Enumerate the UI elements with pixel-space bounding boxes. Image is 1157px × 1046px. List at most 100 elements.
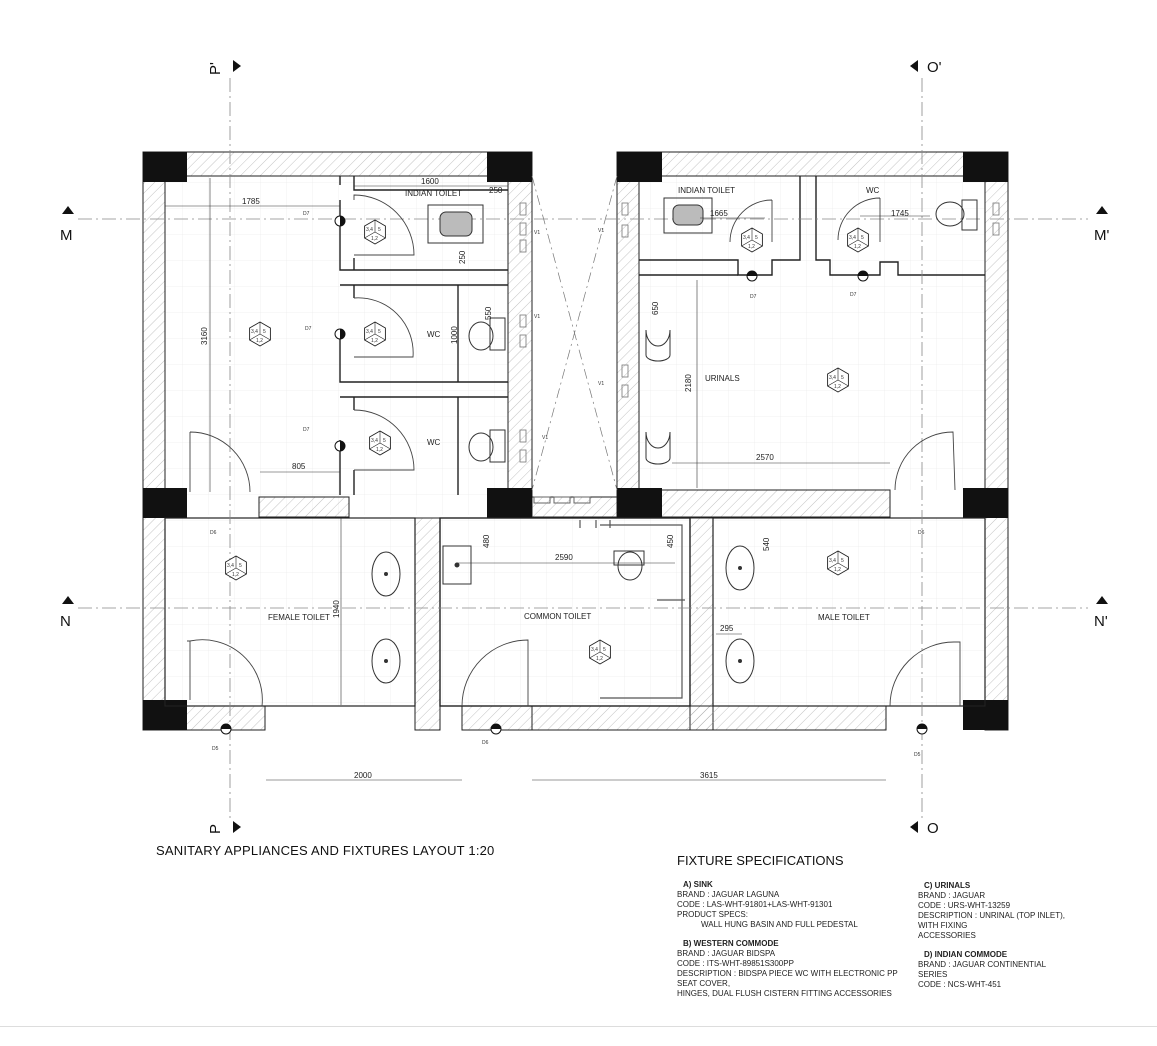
dim-2570: 2570 bbox=[756, 453, 774, 462]
spec-line: CODE : LAS-WHT-91801+LAS-WHT-91301 bbox=[677, 900, 833, 909]
indian-toilet-fixture bbox=[663, 197, 713, 234]
tag-d6: D6 bbox=[210, 530, 217, 536]
tag-d5: D5 bbox=[914, 752, 921, 758]
tile-hexagon-divider bbox=[589, 640, 611, 659]
spec-indian-commode: D) INDIAN COMMODE BRAND : JAGUAR CONTINE… bbox=[918, 950, 1046, 990]
axis-label-top-right: O' bbox=[927, 59, 942, 76]
bottom-divider bbox=[0, 1026, 1157, 1027]
dim-250-top: 250 bbox=[489, 186, 503, 195]
tag-d6: D6 bbox=[482, 740, 489, 746]
tile-hexagon-divider bbox=[225, 556, 247, 575]
axis-label-left-lower: N bbox=[60, 613, 71, 630]
western-commode-fixture bbox=[468, 199, 978, 581]
dim-650: 650 bbox=[651, 301, 660, 315]
indian-toilet-fixture bbox=[427, 204, 484, 244]
dim-540: 540 bbox=[762, 537, 771, 551]
tag-d7: D7 bbox=[303, 427, 310, 433]
fixture-specifications-heading: FIXTURE SPECIFICATIONS bbox=[677, 853, 844, 868]
tile-code-label: 3,4 bbox=[591, 647, 598, 653]
drawing-title: SANITARY APPLIANCES AND FIXTURES LAYOUT … bbox=[156, 843, 495, 858]
tile-code-label: 5 bbox=[378, 329, 381, 335]
spec-western-commode-title: B) WESTERN COMMODE bbox=[683, 939, 779, 948]
spec-line: BRAND : JAGUAR LAGUNA bbox=[677, 890, 780, 899]
tile-code-label: 5 bbox=[841, 375, 844, 381]
spec-line: BRAND : JAGUAR CONTINENTIAL bbox=[918, 960, 1047, 969]
room-label-wc-right: WC bbox=[866, 186, 880, 195]
spec-line: SERIES bbox=[918, 970, 948, 979]
tile-code-label: 3,4 bbox=[743, 235, 750, 241]
axis-label-right-upper: M' bbox=[1094, 227, 1109, 244]
tile-code-label: 1,2 bbox=[371, 338, 378, 344]
tile-hexagon-divider bbox=[741, 228, 763, 247]
tile-code-label: 5 bbox=[239, 563, 242, 569]
tile-code-label: 5 bbox=[378, 227, 381, 233]
spec-line: PRODUCT SPECS: bbox=[677, 910, 748, 919]
spec-line: WITH FIXING bbox=[918, 921, 968, 930]
dim-3160: 3160 bbox=[200, 327, 209, 345]
tile-hexagon-divider bbox=[827, 551, 849, 570]
dim-3615: 3615 bbox=[700, 771, 718, 780]
tile-hexagon-divider bbox=[827, 368, 849, 387]
door-tag-markers bbox=[220, 215, 928, 735]
tile-code-label: 3,4 bbox=[849, 235, 856, 241]
spec-line: BRAND : JAGUAR BIDSPA bbox=[677, 949, 776, 958]
tile-code-label: 1,2 bbox=[371, 236, 378, 242]
tile-code-label: 1,2 bbox=[256, 338, 263, 344]
spec-line: WALL HUNG BASIN AND FULL PEDESTAL bbox=[701, 920, 858, 929]
dim-480: 480 bbox=[482, 534, 491, 548]
room-label-male-toilet: MALE TOILET bbox=[818, 613, 870, 622]
tile-code-label: 3,4 bbox=[371, 438, 378, 444]
room-label-indian-toilet-left: INDIAN TOILET bbox=[405, 189, 462, 198]
tile-hexagon-divider bbox=[364, 220, 386, 239]
tag-d7: D7 bbox=[750, 294, 757, 300]
urinal-fixture bbox=[645, 329, 671, 465]
tile-code-label: 1,2 bbox=[854, 244, 861, 250]
room-label-common-toilet: COMMON TOILET bbox=[524, 612, 591, 621]
tag-d5: D5 bbox=[212, 746, 219, 752]
tag-d7: D7 bbox=[303, 211, 310, 217]
room-label-wc-left-1: WC bbox=[427, 330, 441, 339]
spec-urinals: C) URINALS BRAND : JAGUAR CODE : URS-WHT… bbox=[918, 881, 1065, 941]
spec-indian-commode-title: D) INDIAN COMMODE bbox=[924, 950, 1008, 959]
axis-label-bottom-left: P bbox=[207, 824, 224, 834]
tile-code-label: 3,4 bbox=[829, 558, 836, 564]
tile-code-label: 3,4 bbox=[366, 227, 373, 233]
tile-code-label: 1,2 bbox=[834, 567, 841, 573]
dim-550: 550 bbox=[484, 306, 493, 320]
structural-columns bbox=[143, 152, 1008, 730]
tag-v1: V1 bbox=[542, 435, 548, 441]
tile-code-label: 5 bbox=[755, 235, 758, 241]
dim-1940: 1940 bbox=[332, 600, 341, 618]
spec-sink: A) SINK BRAND : JAGUAR LAGUNA CODE : LAS… bbox=[677, 880, 858, 930]
spec-line: CODE : NCS-WHT-451 bbox=[918, 980, 1002, 989]
axis-markers bbox=[62, 60, 1108, 833]
tile-hexagon-divider bbox=[364, 322, 386, 341]
room-label-indian-toilet-right: INDIAN TOILET bbox=[678, 186, 735, 195]
spec-urinals-title: C) URINALS bbox=[924, 881, 971, 890]
tile-code-label: 1,2 bbox=[748, 244, 755, 250]
tile-code-label: 1,2 bbox=[834, 384, 841, 390]
spec-line: HINGES, DUAL FLUSH CISTERN FITTING ACCES… bbox=[677, 989, 892, 998]
dim-1745: 1745 bbox=[891, 209, 909, 218]
room-label-female-toilet: FEMALE TOILET bbox=[268, 613, 330, 622]
tile-code-label: 5 bbox=[263, 329, 266, 335]
tile-hexagon-divider bbox=[847, 228, 869, 247]
wash-basin-fixture bbox=[371, 545, 755, 684]
room-label-wc-left-2: WC bbox=[427, 438, 441, 447]
door-swings bbox=[187, 194, 961, 707]
tag-d7: D7 bbox=[305, 326, 312, 332]
spec-line: CODE : URS-WHT-13259 bbox=[918, 901, 1011, 910]
dim-2000: 2000 bbox=[354, 771, 372, 780]
tile-hexagon-divider bbox=[369, 431, 391, 450]
tile-code-label: 5 bbox=[603, 647, 606, 653]
dim-1600: 1600 bbox=[421, 177, 439, 186]
spec-line: CODE : ITS-WHT-89851S300PP bbox=[677, 959, 794, 968]
dim-250-side: 250 bbox=[458, 250, 467, 264]
spec-western-commode: B) WESTERN COMMODE BRAND : JAGUAR BIDSPA… bbox=[677, 939, 898, 999]
spec-line: DESCRIPTION : UNRINAL (TOP INLET), bbox=[918, 911, 1065, 920]
tag-v1: V1 bbox=[534, 314, 540, 320]
tile-code-label: 3,4 bbox=[251, 329, 258, 335]
dim-1000: 1000 bbox=[450, 326, 459, 344]
tile-code-label: 5 bbox=[841, 558, 844, 564]
